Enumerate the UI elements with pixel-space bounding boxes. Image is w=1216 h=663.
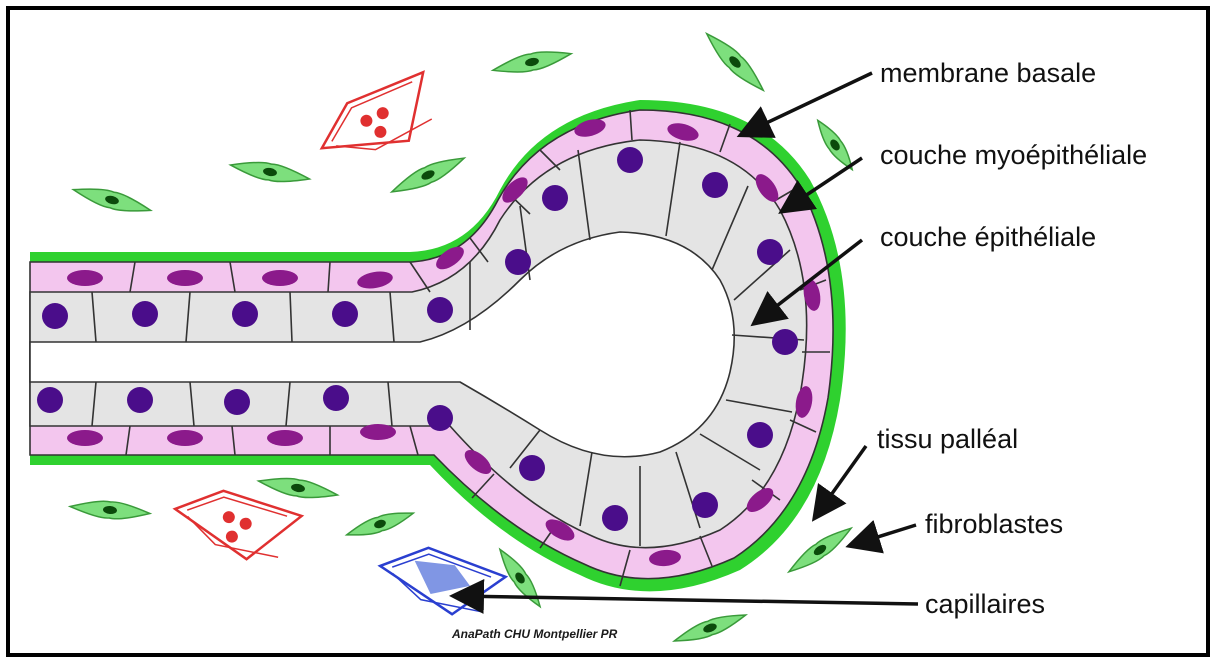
label-capillaires: capillaires bbox=[925, 589, 1045, 619]
credit-text: AnaPath CHU Montpellier PR bbox=[451, 627, 618, 641]
label-tissu-palleal: tissu palléal bbox=[877, 424, 1018, 454]
label-couche-myoepitheliale: couche myoépithéliale bbox=[880, 140, 1147, 170]
label-fibroblastes: fibroblastes bbox=[925, 509, 1063, 539]
label-couche-epitheliale: couche épithéliale bbox=[880, 222, 1096, 252]
label-membrane-basale: membrane basale bbox=[880, 58, 1096, 88]
